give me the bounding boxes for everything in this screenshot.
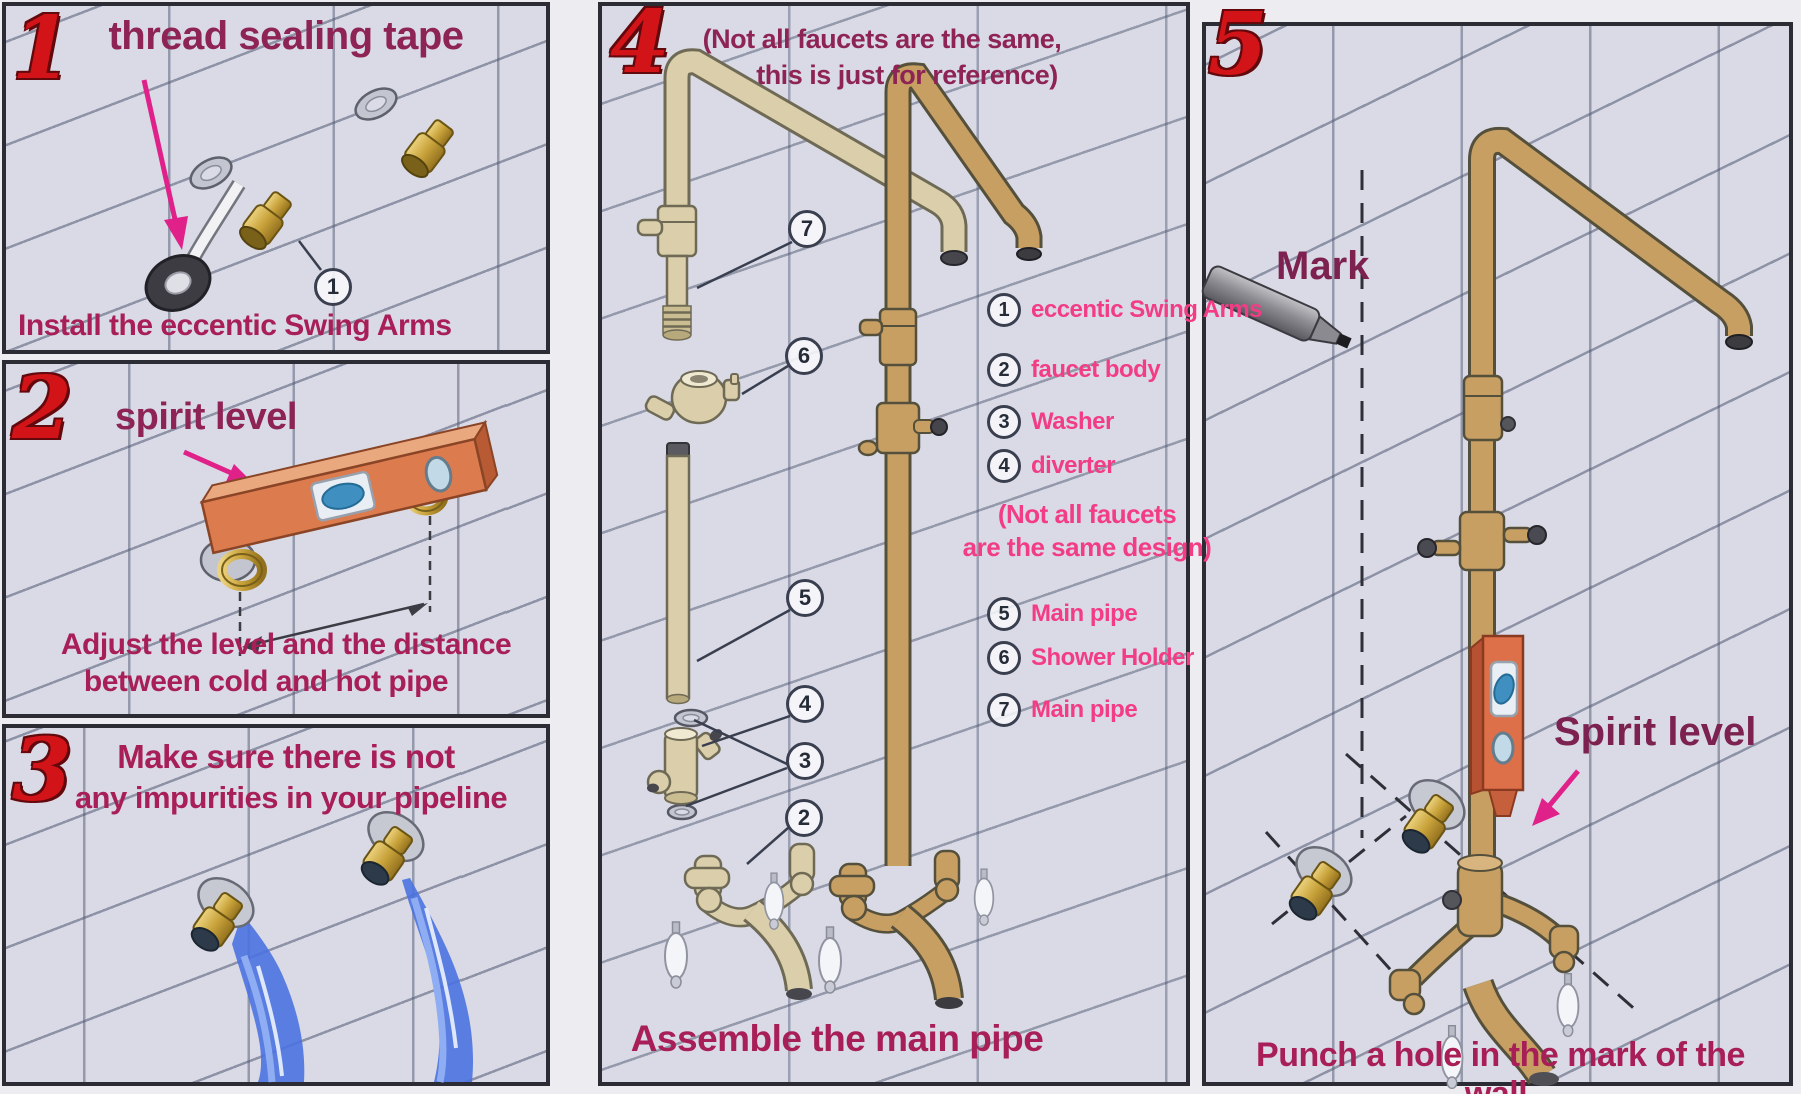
- part-number-badge: 3: [987, 405, 1021, 439]
- parts-note-line1: (Not all faucets: [997, 499, 1177, 529]
- callout-4-badge: 4: [786, 685, 824, 723]
- callout-1-badge: 1: [314, 268, 352, 306]
- step1-label: thread sealing tape: [108, 14, 464, 58]
- tile-wall-background: [1206, 26, 1789, 1082]
- step4-note-line1: (Not all faucets are the same,: [702, 24, 1062, 54]
- parts-note: (Not all faucets are the same design): [922, 498, 1252, 563]
- callout-3-badge: 3: [786, 742, 824, 780]
- parts-list-item: 4 diverter: [987, 449, 1116, 483]
- step4-number: 4: [610, 0, 670, 93]
- parts-list-item: 7 Main pipe: [987, 693, 1138, 727]
- part-number-badge: 2: [987, 353, 1021, 387]
- step2-panel: 2 spirit level Adjust the level and the …: [2, 360, 550, 718]
- part-number-badge: 7: [987, 693, 1021, 727]
- step3-panel: 3 Make sure there is not any impurities …: [2, 724, 550, 1086]
- step5-number: 5: [1208, 0, 1268, 95]
- callout-6-badge: 6: [785, 337, 823, 375]
- part-label: Washer: [1031, 408, 1114, 435]
- step3-number: 3: [12, 720, 72, 821]
- step2-number: 2: [12, 358, 72, 459]
- mark-label: Mark: [1276, 244, 1370, 288]
- step4-panel: 4 (Not all faucets are the same, this is…: [598, 0, 1263, 1086]
- step1-number: 1: [12, 0, 72, 99]
- step5-panel: 5 Mark Spirit level Punch a hole in the …: [1201, 2, 1793, 1094]
- parts-list-item: 2 faucet body: [987, 353, 1161, 387]
- step2-caption-line1: Adjust the level and the distance: [60, 628, 512, 661]
- part-number-badge: 4: [987, 449, 1021, 483]
- part-number-badge: 5: [987, 597, 1021, 631]
- parts-list-item: 3 Washer: [987, 405, 1114, 439]
- step1-caption: Install the eccentic Swing Arms: [18, 309, 452, 342]
- spirit-level-label: Spirit level: [1554, 710, 1757, 754]
- part-label: diverter: [1031, 452, 1116, 479]
- part-label: Main pipe: [1031, 600, 1138, 627]
- part-number-badge: 6: [987, 641, 1021, 675]
- step3-caption-line1: Make sure there is not: [117, 738, 455, 775]
- callout-2-badge: 2: [785, 799, 823, 837]
- parts-note-line2: are the same design): [962, 531, 1212, 562]
- step1-panel: 1 thread sealing tape 1 Install the ecce…: [2, 2, 550, 354]
- parts-list-item: 6 Shower Holder: [987, 641, 1194, 675]
- step3-caption-line2: any impurities in your pipeline: [74, 780, 508, 815]
- step2-caption-line2: between cold and hot pipe: [83, 665, 449, 698]
- parts-list-item: 1 eccentic Swing Arms: [987, 293, 1263, 327]
- step2-label: spirit level: [115, 396, 297, 438]
- step4-caption: Assemble the main pipe: [630, 1018, 1044, 1059]
- part-label: faucet body: [1031, 356, 1161, 383]
- step4-note-line2: this is just for reference): [756, 60, 1058, 90]
- parts-list-item: 5 Main pipe: [987, 597, 1138, 631]
- callout-5-badge: 5: [786, 579, 824, 617]
- callout-7-badge: 7: [788, 210, 826, 248]
- part-label: eccentic Swing Arms: [1031, 296, 1263, 323]
- part-label: Shower Holder: [1031, 644, 1194, 671]
- part-label: Main pipe: [1031, 696, 1138, 723]
- part-number-badge: 1: [987, 293, 1021, 327]
- step5-caption: Punch a hole in the mark of the wall.: [1256, 1036, 1745, 1094]
